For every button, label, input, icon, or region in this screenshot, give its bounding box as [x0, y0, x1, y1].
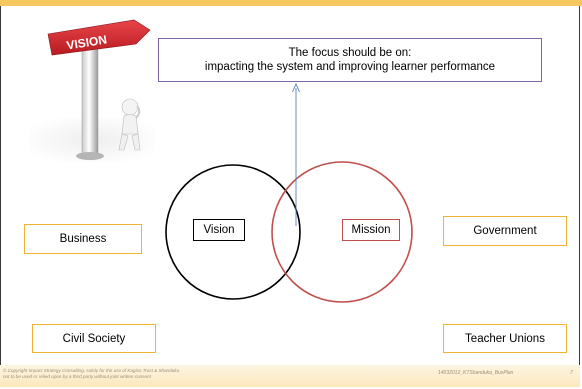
mission-label: Mission: [342, 219, 400, 241]
stakeholder-government: Government: [443, 216, 567, 246]
footer-doc-id: 14032012_KTShanduka_BusPlan: [438, 370, 514, 376]
stakeholder-teacher-unions: Teacher Unions: [443, 324, 567, 353]
vision-circle: [165, 164, 301, 300]
top-rule: [0, 0, 582, 6]
stakeholder-business: Business: [24, 224, 142, 254]
vision-signpost-illustration: VISION: [30, 19, 155, 162]
stakeholder-civil-society: Civil Society: [32, 324, 156, 353]
page-number: 7: [570, 370, 573, 376]
focus-statement-box: The focus should be on: impacting the sy…: [158, 38, 542, 82]
vision-label: Vision: [193, 219, 245, 241]
focus-arrowhead: [292, 82, 300, 93]
footer-band: [0, 365, 580, 387]
sign-text: VISION: [66, 32, 108, 52]
focus-line-2: impacting the system and improving learn…: [204, 61, 496, 73]
person-figure-icon: [118, 98, 141, 151]
mission-circle: [271, 161, 413, 303]
footer-copyright: © Copyright Impact Strategy Consulting, …: [3, 368, 180, 379]
focus-line-1: The focus should be on:: [288, 47, 412, 59]
